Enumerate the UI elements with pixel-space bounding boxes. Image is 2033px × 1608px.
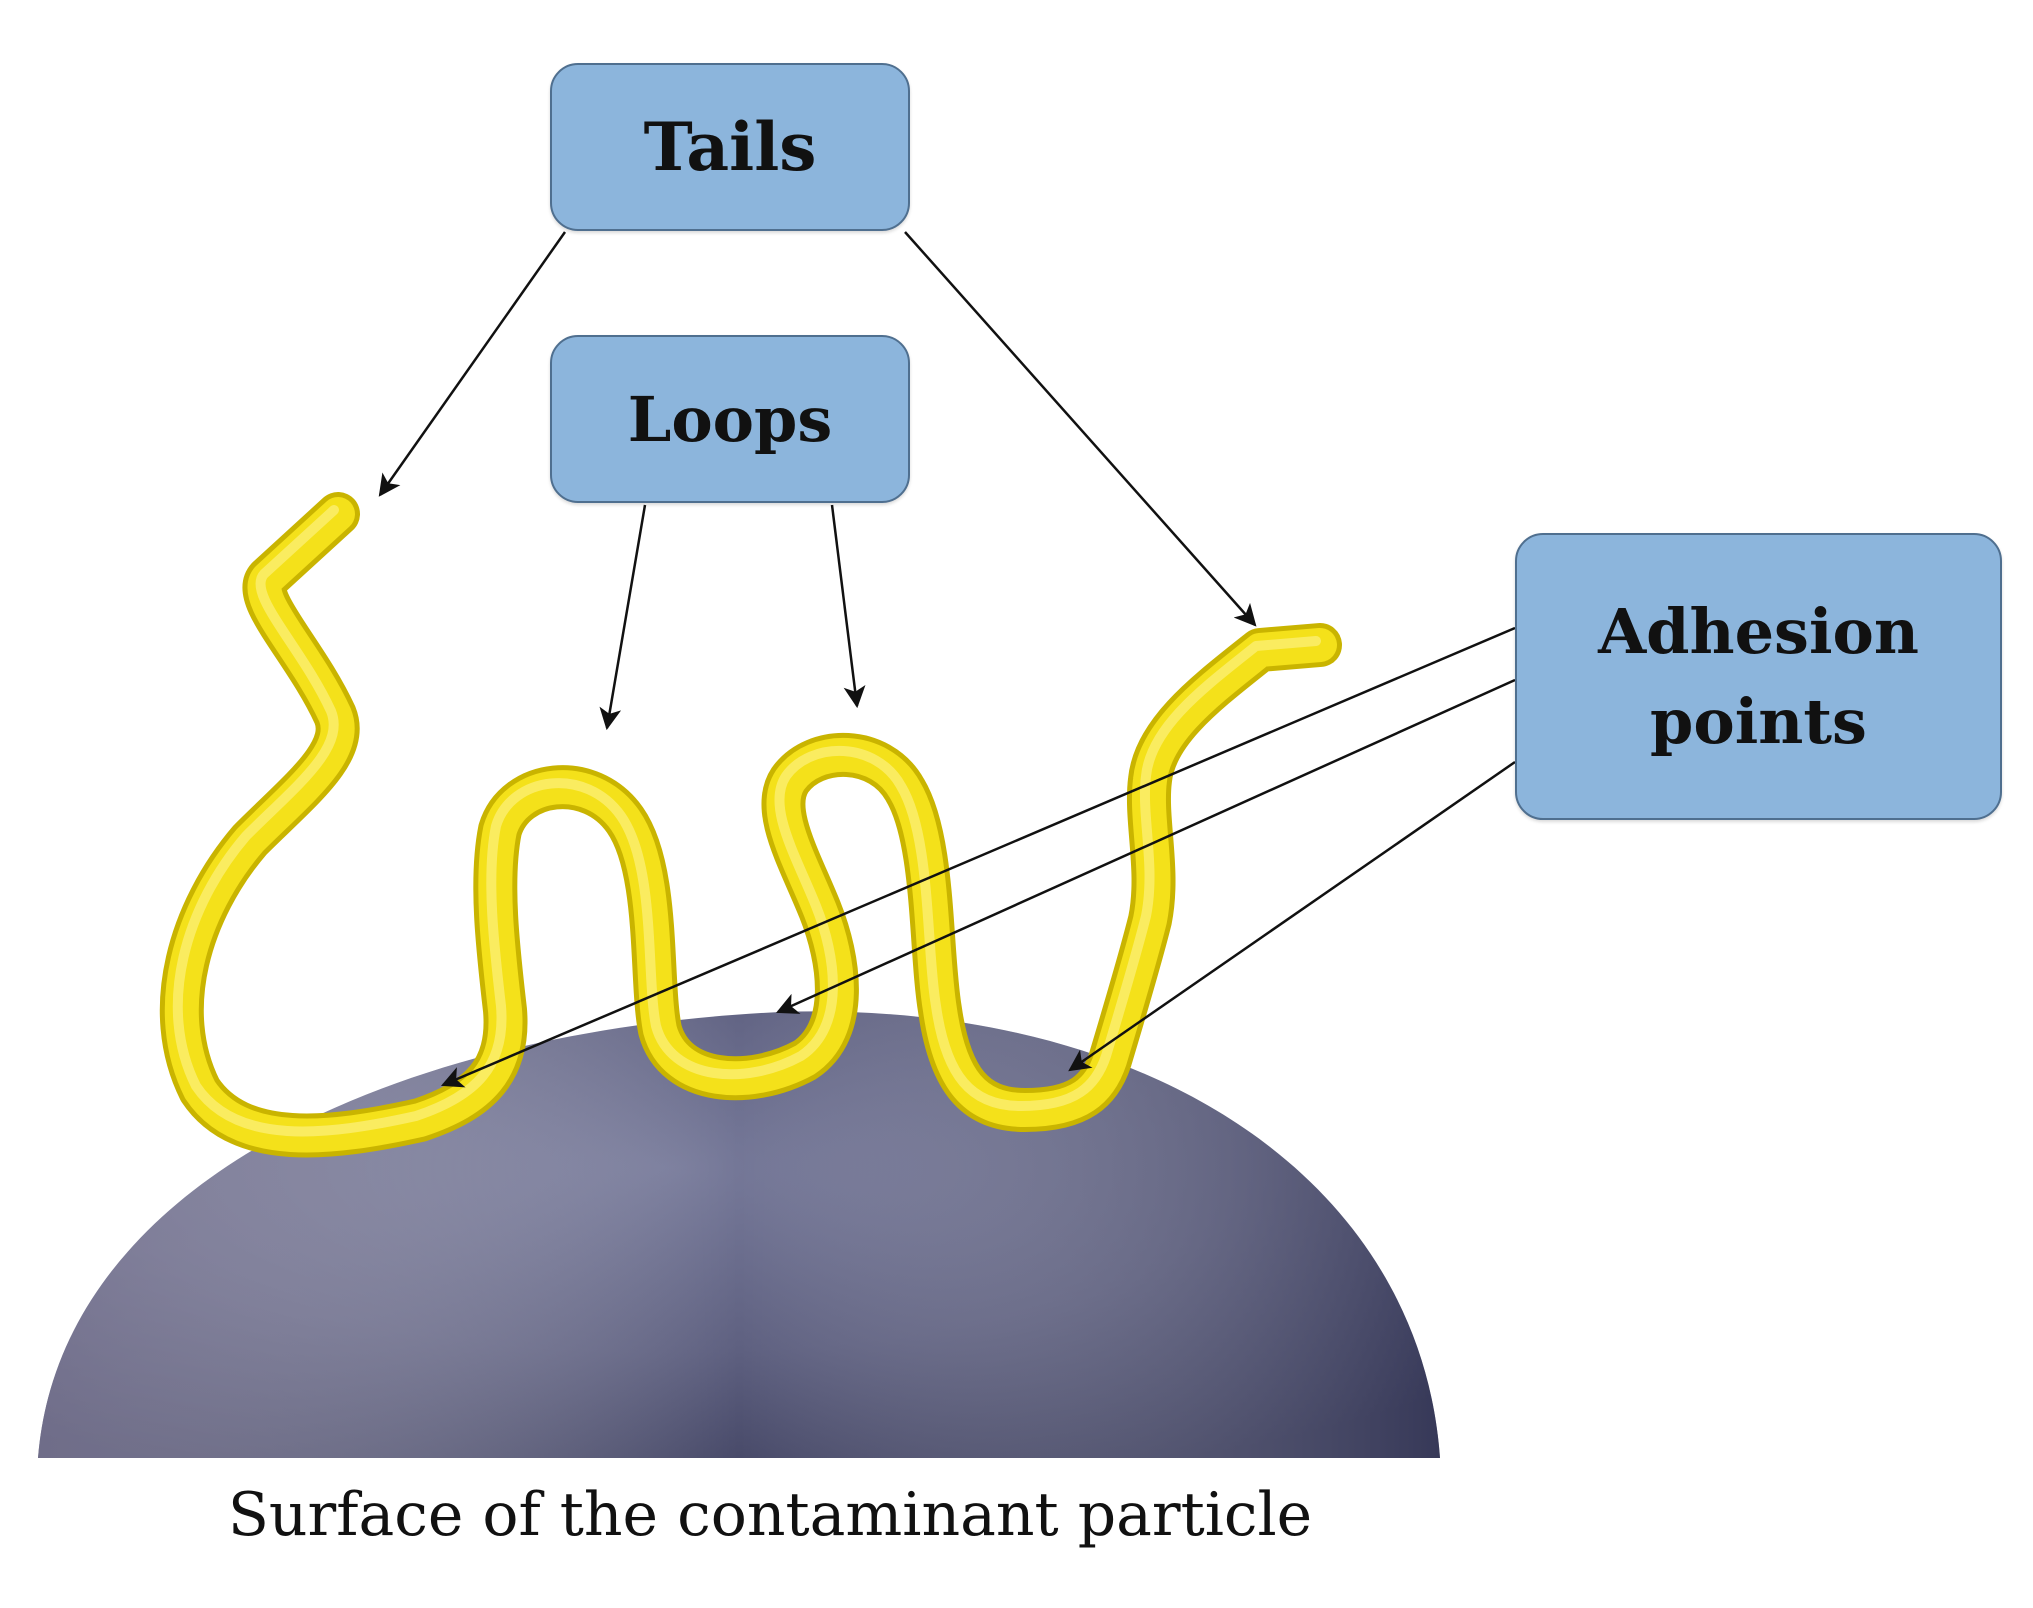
label-box-adhesion-points: Adhesion points (1515, 533, 2002, 820)
arrow-adhesion-3 (1068, 760, 1516, 1072)
polymer-chain-highlight (172, 505, 1321, 1137)
arrow-loops-left (599, 504, 647, 731)
arrow-tails-left (378, 231, 567, 497)
arrow-tails-right (904, 231, 1257, 627)
figure-caption: Surface of the contaminant particle (227, 1480, 1313, 1550)
arrow-loops-right (830, 504, 866, 709)
arrow-adhesion-2 (775, 678, 1516, 1014)
label-adhesion-line1: Adhesion (1598, 594, 1919, 668)
label-tails: Tails (643, 108, 817, 186)
label-box-loops: Loops (550, 335, 910, 503)
label-loops: Loops (627, 382, 833, 456)
label-box-tails: Tails (550, 63, 910, 231)
label-adhesion-line2: points (1650, 684, 1867, 758)
arrow-adhesion-1 (440, 626, 1516, 1088)
